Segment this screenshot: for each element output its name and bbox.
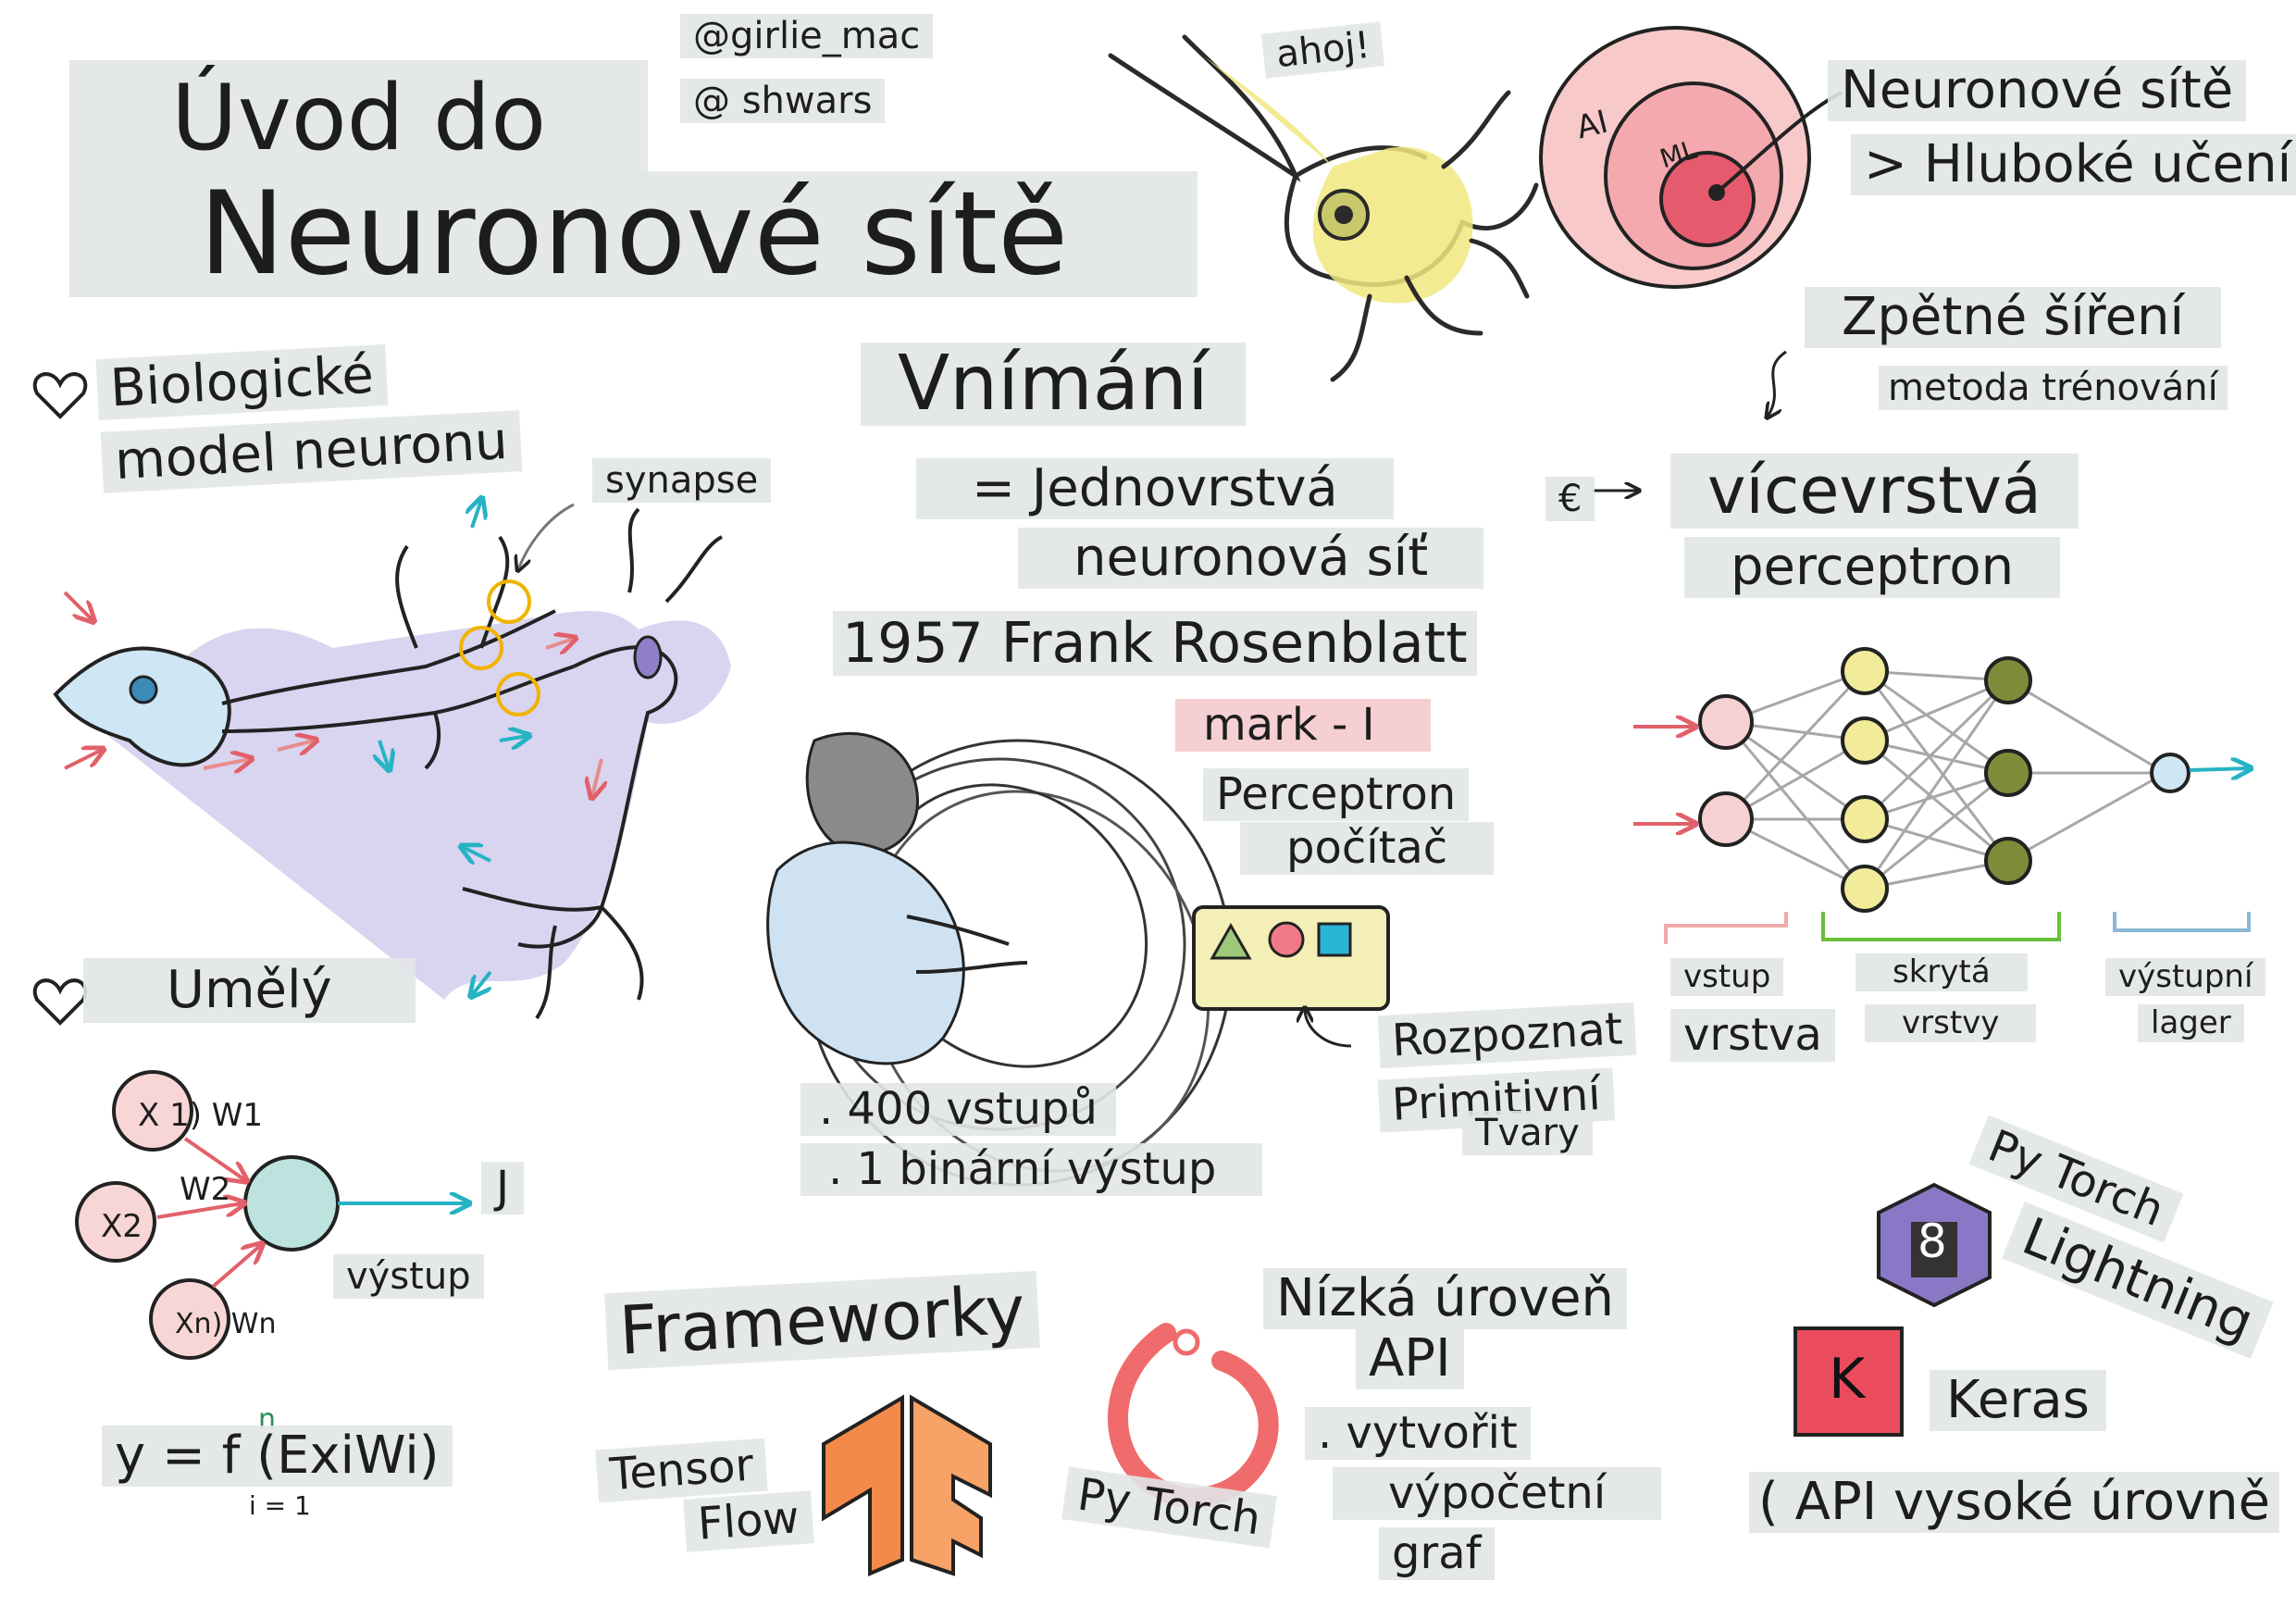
mlp-line-2: perceptron bbox=[1684, 537, 2061, 598]
tensorflow-line-2: Flow bbox=[683, 1490, 814, 1552]
keras-badge-text: K bbox=[1829, 1347, 1866, 1412]
artificial-heading: Umělý bbox=[83, 958, 416, 1023]
shape-recognition-screen bbox=[1192, 905, 1390, 1048]
mlp-input-line-2: vrstva bbox=[1670, 1009, 1835, 1062]
lowlevel-line-1: Nízká úroveň bbox=[1263, 1268, 1628, 1329]
input-x2-label: X2 bbox=[101, 1208, 143, 1245]
create-graph-line-2: výpočetní bbox=[1333, 1467, 1662, 1520]
heart-icon bbox=[32, 978, 88, 1026]
ai-ml-venn-drawing bbox=[1539, 26, 1843, 289]
neuron-output-y: J bbox=[481, 1162, 525, 1214]
perceptron-heading: Vnímání bbox=[861, 342, 1246, 427]
rosenblatt-mark1-drawing bbox=[766, 731, 1233, 1187]
pytorch-logo bbox=[1108, 1323, 1279, 1509]
computer-line-2: počítač bbox=[1240, 822, 1495, 875]
create-graph-line-3: graf bbox=[1379, 1527, 1495, 1580]
tensorflow-logo bbox=[822, 1394, 992, 1577]
greeting-neuron-drawing bbox=[1108, 34, 1539, 382]
input-x1-label: X 1) W1 bbox=[138, 1097, 264, 1134]
neuron-output-label: výstup bbox=[333, 1254, 484, 1299]
backprop-line-1: Zpětné šíření bbox=[1805, 287, 2222, 348]
perceptron-history: 1957 Frank Rosenblatt bbox=[833, 611, 1477, 676]
mlp-output-line-1: výstupní bbox=[2105, 958, 2266, 997]
author-handle: @ shwars bbox=[680, 79, 886, 123]
venn-caption-line-2: > Hluboké učení bbox=[1851, 134, 2296, 195]
mlp-output-line-2: lager bbox=[2138, 1004, 2244, 1043]
mlp-network-drawing bbox=[1592, 350, 2249, 944]
lightning-logo bbox=[1877, 1182, 1992, 1308]
keras-logo bbox=[1793, 1326, 1904, 1437]
mlp-line-1: vícevrstvá bbox=[1670, 454, 2079, 529]
synapse-label: synapse bbox=[592, 458, 772, 503]
mlp-input-line-1: vstup bbox=[1670, 958, 1784, 997]
create-graph-line-1: . vytvořit bbox=[1305, 1407, 1531, 1460]
weight-w2-label: W2 bbox=[180, 1171, 231, 1208]
formula-subscript: i = 1 bbox=[249, 1490, 311, 1521]
recognize-line-3: Tvary bbox=[1462, 1111, 1593, 1155]
neuron-formula: y = f (ExiWi) bbox=[102, 1426, 453, 1487]
perceptron-def-line-2: neuronová síť bbox=[1018, 528, 1484, 589]
title-line-1: Úvod do bbox=[69, 60, 649, 179]
highlevel-api-label: ( API vysoké úrovně bbox=[1749, 1472, 2280, 1533]
biological-neuron-drawing bbox=[53, 500, 731, 1020]
lightning-badge-text: 8 bbox=[1917, 1214, 1947, 1268]
mark1-label: mark - I bbox=[1175, 699, 1431, 752]
author-handle: @girlie_mac bbox=[680, 14, 934, 58]
artificial-neuron-drawing bbox=[75, 1070, 467, 1360]
mlp-hidden-line-1: skrytá bbox=[1855, 953, 2028, 992]
epsilon-symbol: € bbox=[1545, 477, 1595, 521]
lowlevel-line-2: API bbox=[1356, 1328, 1464, 1389]
input-xn-label: Xn) Wn bbox=[175, 1308, 277, 1340]
mlp-hidden-line-2: vrstvy bbox=[1865, 1004, 2037, 1043]
backprop-line-2: metoda trénování bbox=[1879, 366, 2228, 410]
perceptron-inputs: . 400 vstupů bbox=[800, 1083, 1116, 1136]
keras-label: Keras bbox=[1930, 1370, 2106, 1431]
perceptron-def-line-1: = Jednovrstvá bbox=[916, 458, 1394, 519]
heart-icon bbox=[32, 372, 88, 419]
page-title: Neuronové sítě bbox=[69, 171, 1198, 297]
perceptron-output: . 1 binární výstup bbox=[800, 1143, 1263, 1196]
venn-caption-line-1: Neuronové sítě bbox=[1828, 60, 2247, 121]
computer-line-1: Perceptron bbox=[1203, 768, 1470, 821]
